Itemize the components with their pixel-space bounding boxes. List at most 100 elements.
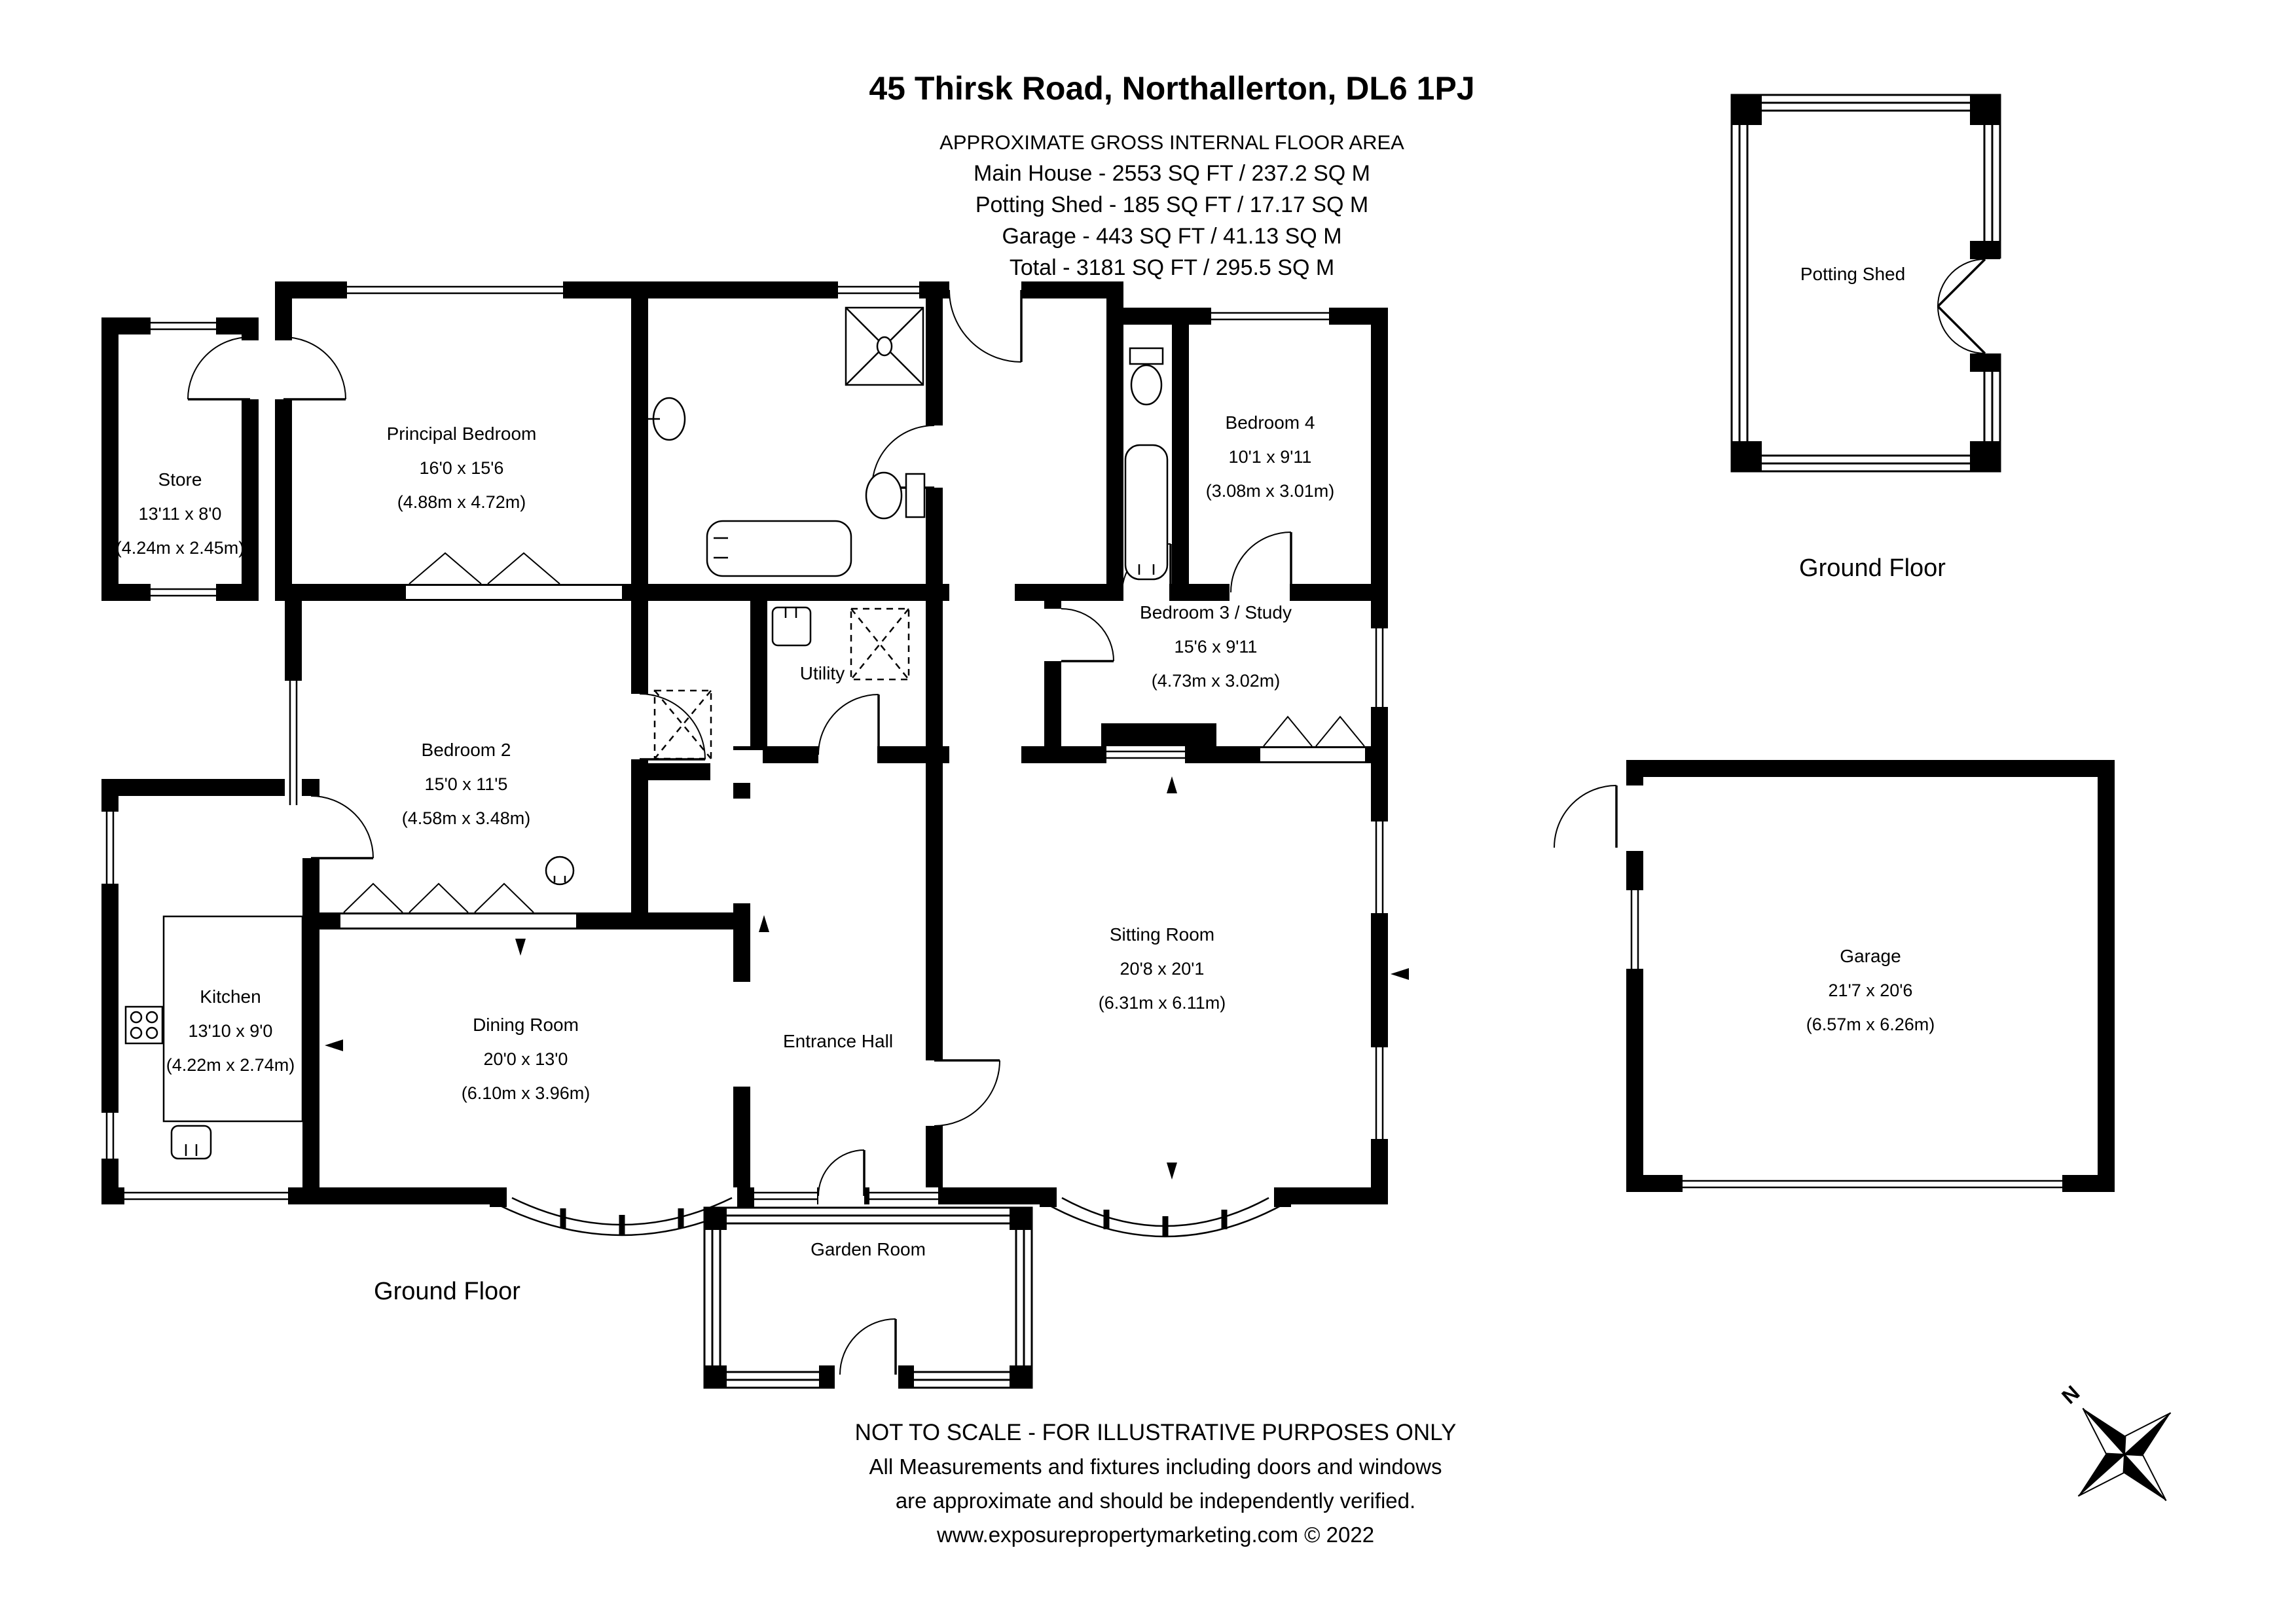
arrow-icon [1391,968,1409,980]
door-arc [310,795,374,859]
corner-post [1732,441,1762,471]
door-arc [871,425,935,488]
toilet-cistern [1129,347,1164,365]
window [1626,890,1643,969]
potting-shed: Potting Shed Ground Floor [1730,94,2003,582]
corner-post [1970,95,2000,125]
door-gap [1626,785,1643,851]
window [1211,308,1329,325]
compass-point [2123,1412,2172,1456]
window [124,1187,288,1204]
room-corridor-walls [926,584,1061,763]
window [748,1187,817,1204]
room-dim-dining-m: (6.10m x 3.96m) [462,1083,591,1103]
bath-fixture [1124,444,1169,581]
door-gap [835,1362,898,1392]
footer-disclaimer-1: NOT TO SCALE - FOR ILLUSTRATIVE PURPOSES… [855,1420,1457,1445]
floor-label-main: Ground Floor [374,1278,520,1305]
room-label-potting-shed: Potting Shed [1800,264,1905,284]
door-gap [1230,584,1290,601]
room-dim-bedroom-3-m: (4.73m x 3.02m) [1152,671,1281,691]
shower-drain [876,336,893,357]
appliance [771,606,812,647]
compass-point [2123,1453,2167,1502]
door-gap [275,340,292,399]
door-arc [639,693,706,760]
wardrobe-recess [1260,748,1365,761]
window [1106,746,1185,763]
door-gap [242,340,259,399]
door-gap [818,1187,864,1204]
room-sitting-room-walls [926,746,1388,1204]
room-dim-sitting-m: (6.31m x 6.11m) [1099,993,1226,1013]
footer: NOT TO SCALE - FOR ILLUSTRATIVE PURPOSES… [855,1420,1457,1547]
arrow-icon [759,915,769,932]
window [101,1113,118,1159]
door-arc [949,289,1022,363]
room-dim-bedroom-2-m: (4.58m x 3.48m) [402,808,531,828]
room-dim-bedroom-4-m: (3.08m x 3.01m) [1206,481,1335,501]
footer-disclaimer-2: All Measurements and fixtures including … [869,1454,1442,1479]
area-garage: Garage - 443 SQ FT / 41.13 SQ M [1002,224,1341,249]
room-label-bedroom-2: Bedroom 2 [422,740,511,760]
room-dim-kitchen-m: (4.22m x 2.74m) [166,1055,295,1075]
room-dim-store-m: (4.24m x 2.45m) [116,538,245,558]
area-potting-shed: Potting Shed - 185 SQ FT / 17.17 SQ M [975,192,1368,217]
arrow-icon [1167,1163,1177,1180]
header-subtitle: APPROXIMATE GROSS INTERNAL FLOOR AREA [939,131,1404,154]
room-dim-bedroom-3-ft: 15'6 x 9'11 [1175,637,1258,657]
header: 45 Thirsk Road, Northallerton, DL6 1PJ A… [869,70,1474,280]
door-gap [1123,584,1169,601]
bay-pier [1040,1187,1057,1207]
door-arc [818,1149,865,1197]
appliance-space [850,607,910,681]
opening [729,982,758,1087]
door-arc [1061,608,1114,662]
footer-disclaimer-3: are approximate and should be independen… [896,1489,1415,1513]
room-top-hall-walls [926,281,1123,601]
door-arc [1230,532,1292,593]
room-entrance-hall-walls [733,746,943,1204]
door-arc [934,1060,1000,1127]
room-dim-principal-ft: 16'0 x 15'6 [420,458,504,478]
room-labels: Store 13'11 x 8'0 (4.24m x 2.45m) Princi… [116,412,1335,1305]
garage-door-opening [1683,1175,2062,1192]
fixtures [124,306,1169,1160]
footer-credit: www.exposurepropertymarketing.com © 2022 [936,1523,1374,1547]
window [1371,1047,1388,1139]
door-jamb [819,1365,835,1388]
bay-pier [1274,1187,1291,1207]
room-label-store: Store [158,469,202,490]
room-dim-store-ft: 13'11 x 8'0 [139,504,222,524]
room-kitchen-walls [101,779,319,1204]
page-title: 45 Thirsk Road, Northallerton, DL6 1PJ [869,70,1474,107]
wardrobe-doors [409,882,469,913]
window [869,1187,938,1204]
wardrobe-recess [340,914,576,928]
room-mid-hall-walls [631,584,767,780]
room-bedroom-4-walls [1172,308,1388,601]
door-gap [302,796,319,858]
bath-fixture [706,520,852,577]
direction-arrows [325,776,1409,1180]
garage: Garage 21'7 x 20'6 (6.57m x 6.26m) [1554,760,2115,1192]
window [101,812,118,884]
room-dim-dining-ft: 20'0 x 13'0 [484,1049,568,1069]
corner-post [1732,95,1762,125]
wardrobe-recess [406,586,622,599]
bay-opening [498,1187,746,1204]
room-label-bedroom-4: Bedroom 4 [1226,412,1315,433]
corner-post [1010,1365,1032,1388]
bay-pier [490,1187,507,1207]
french-door-arc [1937,259,1986,307]
room-label-utility: Utility [800,663,845,683]
door-gap [926,425,943,488]
door-jamb [1970,353,2000,372]
garden-room-glazing [719,1222,1017,1373]
door-arc [1554,785,1617,848]
corner-post [704,1365,727,1388]
wardrobe-doors [409,552,482,585]
wardrobes [340,552,1365,928]
